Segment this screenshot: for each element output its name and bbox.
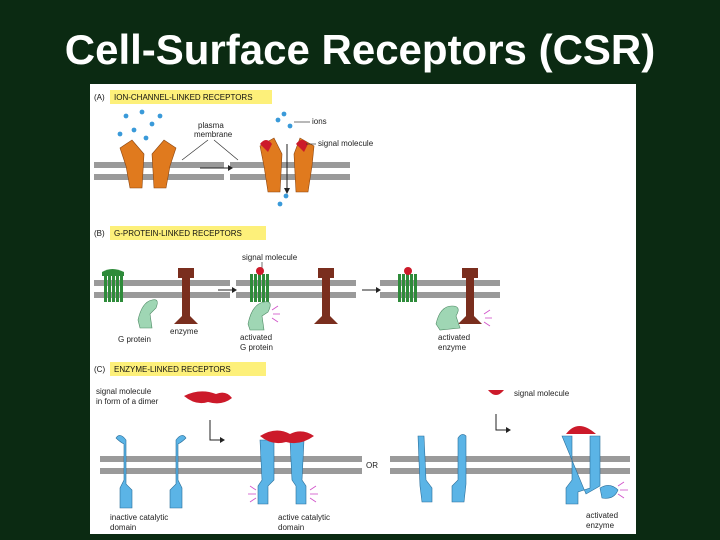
g-protein-bound — [435, 305, 461, 331]
label-activated-g-2: G protein — [240, 343, 273, 352]
enzyme-inactive — [174, 268, 198, 324]
label-active-domain-2: domain — [278, 523, 304, 532]
panel-b-arrow-1 — [218, 287, 237, 293]
ion-flow-arrowhead — [284, 188, 290, 194]
g-protein-activated — [247, 301, 271, 331]
label-active-domain-1: active catalytic — [278, 513, 330, 522]
panel-a-letter: (A) — [94, 93, 105, 102]
label-activated-enzyme-b1: activated — [438, 333, 470, 342]
activated-enzyme-c — [599, 485, 619, 499]
ion-channel-closed — [119, 139, 177, 189]
panel-b-header-bg — [110, 226, 266, 240]
panel-c-letter: (C) — [94, 365, 105, 374]
label-signal-molecule-a: signal molecule — [318, 139, 374, 148]
signal-dimer-free — [184, 391, 232, 404]
panel-b-membrane — [94, 280, 500, 298]
g-protein-inactive — [137, 299, 158, 329]
g-receptor-3 — [398, 274, 417, 302]
g-receptor-1 — [102, 269, 124, 302]
slide-title: Cell-Surface Receptors (CSR) — [64, 26, 656, 73]
label-activated-enzyme-c2: enzyme — [586, 521, 615, 530]
panel-c-header-bg — [110, 362, 266, 376]
label-signal-dimer-1: signal molecule — [96, 387, 152, 396]
enzyme-receptor-inactive-right — [169, 435, 187, 509]
panel-a-membrane-right — [230, 162, 350, 180]
ion-channel-open — [259, 137, 315, 193]
panel-b-letter: (B) — [94, 229, 105, 238]
panel-c-membrane-right — [390, 456, 630, 474]
signal-molecule-b2 — [404, 267, 412, 275]
signal-molecule-b — [256, 267, 264, 275]
panel-a-heading: ION-CHANNEL-LINKED RECEPTORS — [114, 93, 253, 102]
label-signal-molecule-b: signal molecule — [242, 253, 298, 262]
ions-flowing — [275, 111, 293, 207]
activation-burst-b2 — [483, 309, 492, 327]
label-activated-enzyme-c1: activated — [586, 511, 618, 520]
signal-molecule-bound-c — [566, 426, 596, 434]
panel-c-heading: ENZYME-LINKED RECEPTORS — [114, 365, 231, 374]
label-or: OR — [366, 461, 378, 470]
panel-a-header-bg — [110, 90, 272, 104]
label-ions: ions — [312, 117, 327, 126]
label-signal-dimer-2: in form of a dimer — [96, 397, 159, 406]
enzyme-receptor-activated-single — [561, 435, 601, 505]
activation-burst-b — [271, 305, 280, 323]
enzyme-waiting — [314, 268, 338, 324]
label-activated-g-1: activated — [240, 333, 272, 342]
panel-c-arrowhead-1 — [220, 437, 225, 443]
label-activated-enzyme-b2: enzyme — [438, 343, 467, 352]
label-membrane: membrane — [194, 130, 233, 139]
panel-c-arrowhead-2 — [506, 427, 511, 433]
panel-b-arrow-2 — [362, 287, 381, 293]
pointer-membrane-right — [213, 139, 239, 161]
signal-molecule-ion — [260, 140, 308, 152]
panel-c-arrow-2 — [495, 414, 506, 431]
signal-molecule-c — [488, 390, 504, 395]
panel-c-arrow-1 — [209, 420, 220, 441]
label-inactive-domain-1: inactive catalytic — [110, 513, 168, 522]
activation-burst-c — [248, 485, 318, 503]
enzyme-receptor-active — [257, 439, 307, 505]
activation-burst-c2 — [617, 481, 628, 499]
label-inactive-domain-2: domain — [110, 523, 136, 532]
label-g-protein: G protein — [118, 335, 151, 344]
ions-extracellular — [117, 109, 163, 141]
label-enzyme: enzyme — [170, 327, 199, 336]
enzyme-receptor-inactive-left — [115, 435, 133, 509]
pointer-membrane-left — [181, 139, 209, 161]
enzyme-activated — [458, 268, 482, 324]
panel-c-membrane-left — [100, 456, 362, 474]
panel-a-arrow — [200, 165, 233, 171]
label-plasma: plasma — [198, 121, 224, 130]
signal-dimer-bound — [260, 430, 314, 444]
receptor-figure: (A) ION-CHANNEL-LINKED RECEPTORS plasma … — [90, 84, 636, 534]
enzyme-receptor-inactive-single — [417, 434, 467, 503]
g-receptor-2 — [250, 274, 269, 302]
panel-b-heading: G-PROTEIN-LINKED RECEPTORS — [114, 229, 242, 238]
label-signal-molecule-c: signal molecule — [514, 389, 570, 398]
